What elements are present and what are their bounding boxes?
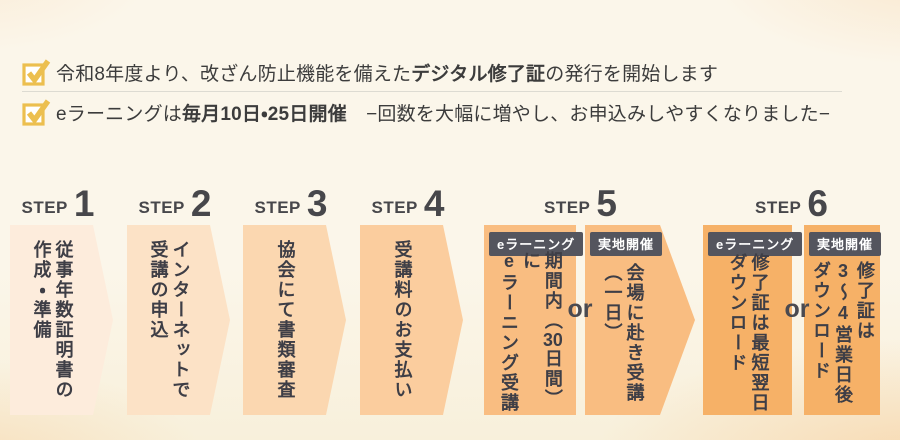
notice-row: eラーニングは毎月10日・25日開催 −回数を大幅に増やし、お申込みしやすくなり…	[22, 94, 878, 130]
step5-onsite-text: 会場に赴き受講 （一日）	[602, 263, 645, 403]
step6-elearning-text: 修了証は最短翌日 ダウンロード	[727, 253, 770, 413]
notices-panel: 令和8年度より、改ざん防止機能を備えたデジタル修了証の発行を開始します eラーニ…	[22, 54, 878, 130]
step5-or-label: or	[567, 295, 593, 323]
checkbox-check-icon	[22, 97, 56, 127]
step4-arrow: 受講料のお支払い	[360, 225, 463, 415]
notice-row: 令和8年度より、改ざん防止機能を備えたデジタル修了証の発行を開始します	[22, 54, 878, 90]
step2-text: インターネットで 受講の申込	[148, 240, 191, 400]
onsite-badge: 実地開催	[809, 232, 882, 256]
onsite-badge: 実地開催	[590, 232, 662, 256]
step1-arrow: 従事年数証明書の 作成・準備	[10, 225, 113, 415]
step5-option-elearning: eラーニング 期間内（30日間）に eラーニング受講	[484, 225, 584, 415]
step6-option-onsite: 実地開催 修了証は 3～4営業日後 ダウンロード	[804, 225, 882, 415]
step4-text: 受講料のお支払い	[392, 240, 413, 400]
elearning-badge: eラーニング	[489, 232, 584, 256]
step6-option-elearning: eラーニング 修了証は最短翌日 ダウンロード	[703, 225, 803, 415]
notice-line-2: eラーニングは毎月10日・25日開催 −回数を大幅に増やし、お申込みしやすくなり…	[56, 103, 831, 125]
step2-arrow: インターネットで 受講の申込	[127, 225, 230, 415]
divider	[22, 91, 842, 92]
step5-elearning-text: 期間内（30日間）に eラーニング受講	[499, 251, 563, 413]
step6-or-label: or	[784, 295, 810, 323]
step6-onsite-text: 修了証は 3～4営業日後 ダウンロード	[811, 261, 875, 405]
step3-arrow: 協会にて書類審査	[243, 225, 346, 415]
notice-line-1: 令和8年度より、改ざん防止機能を備えたデジタル修了証の発行を開始します	[56, 63, 719, 85]
step3-text: 協会にて書類審査	[275, 240, 296, 400]
checkbox-check-icon	[22, 57, 56, 87]
step1-text: 従事年数証明書の 作成・準備	[31, 240, 74, 400]
elearning-badge: eラーニング	[708, 232, 803, 256]
